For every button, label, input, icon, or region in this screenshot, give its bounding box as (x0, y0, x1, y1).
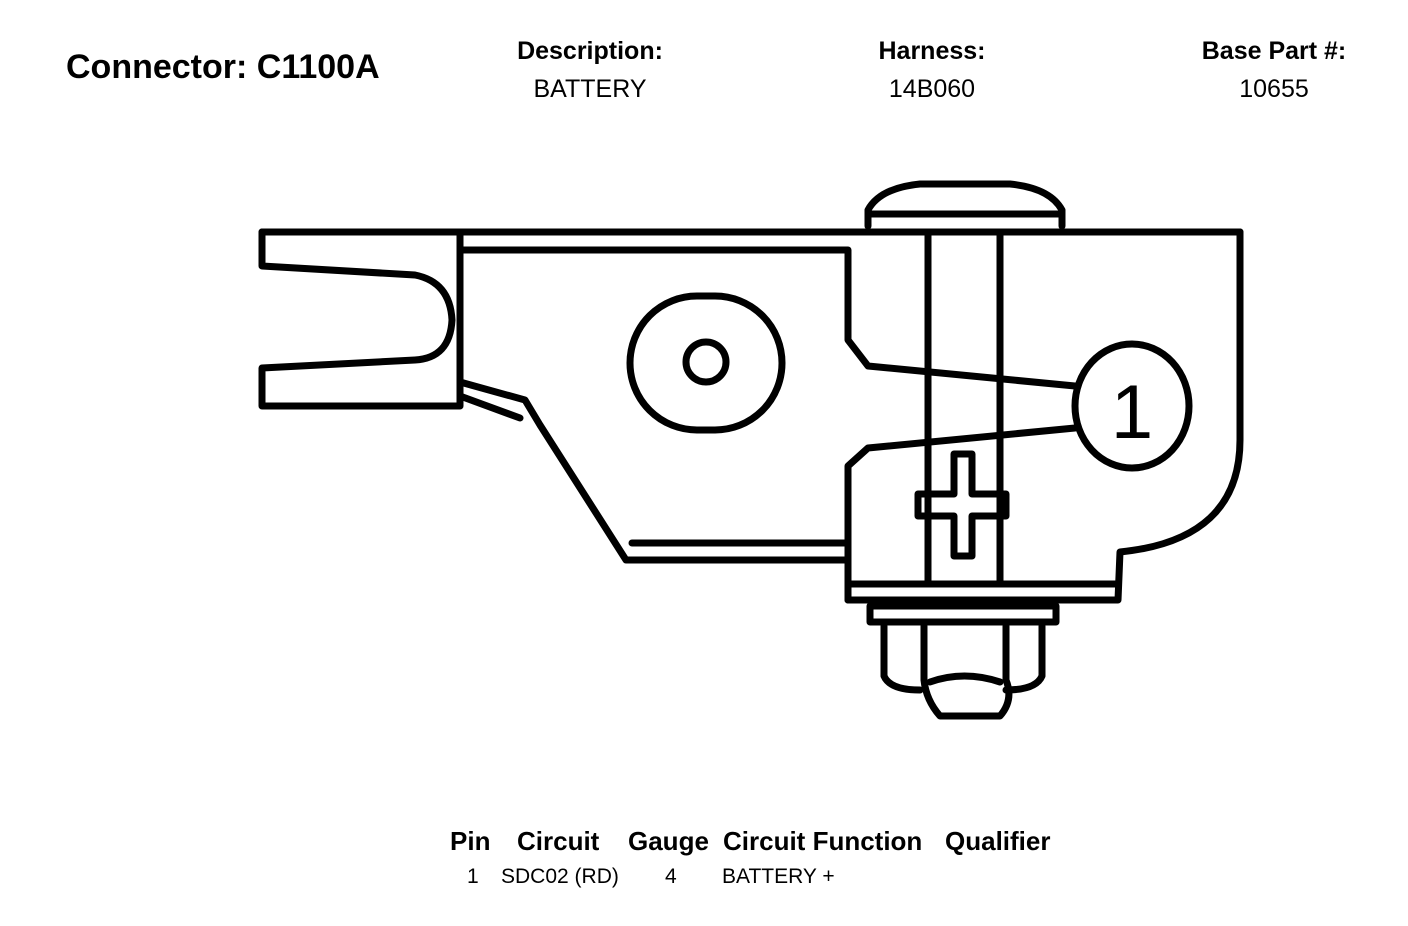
body-right-side (844, 228, 1244, 604)
fork-terminal (258, 228, 464, 410)
plate-lower-edge (456, 378, 852, 564)
row-function: BATTERY + (722, 865, 835, 888)
description-label: Description: (517, 37, 663, 65)
terminal-slot (626, 292, 786, 434)
row-circuit: SDC02 (RD) (501, 865, 619, 888)
col-header-qualifier: Qualifier (945, 826, 1051, 856)
description-block: Description: BATTERY (440, 36, 740, 104)
col-header-function: Circuit Function (723, 826, 923, 856)
description-value: BATTERY (533, 75, 647, 103)
col-header-circuit: Circuit (517, 826, 600, 856)
terminal-hole (682, 338, 730, 386)
nut-washer (866, 602, 1060, 626)
row-pin: 1 (467, 865, 479, 888)
nut-body (880, 622, 1046, 694)
col-header-pin: Pin (450, 826, 491, 856)
harness-block: Harness: 14B060 (782, 36, 1082, 104)
screw-head (864, 180, 1066, 230)
base-part-block: Base Part #: 10655 (1124, 36, 1408, 104)
harness-label: Harness: (878, 37, 986, 65)
col-header-gauge: Gauge (628, 826, 709, 856)
connector-title: Connector: C1100A (66, 48, 380, 86)
phillips-cross (914, 450, 1010, 560)
pin-callout-circle (1071, 340, 1193, 472)
terminal-plate (456, 246, 1079, 390)
pin-callout-number: 1 (1111, 370, 1153, 455)
base-part-value: 10655 (1239, 75, 1309, 103)
harness-value: 14B060 (888, 75, 976, 103)
row-gauge: 4 (665, 865, 677, 888)
base-part-label: Base Part #: (1201, 37, 1347, 65)
